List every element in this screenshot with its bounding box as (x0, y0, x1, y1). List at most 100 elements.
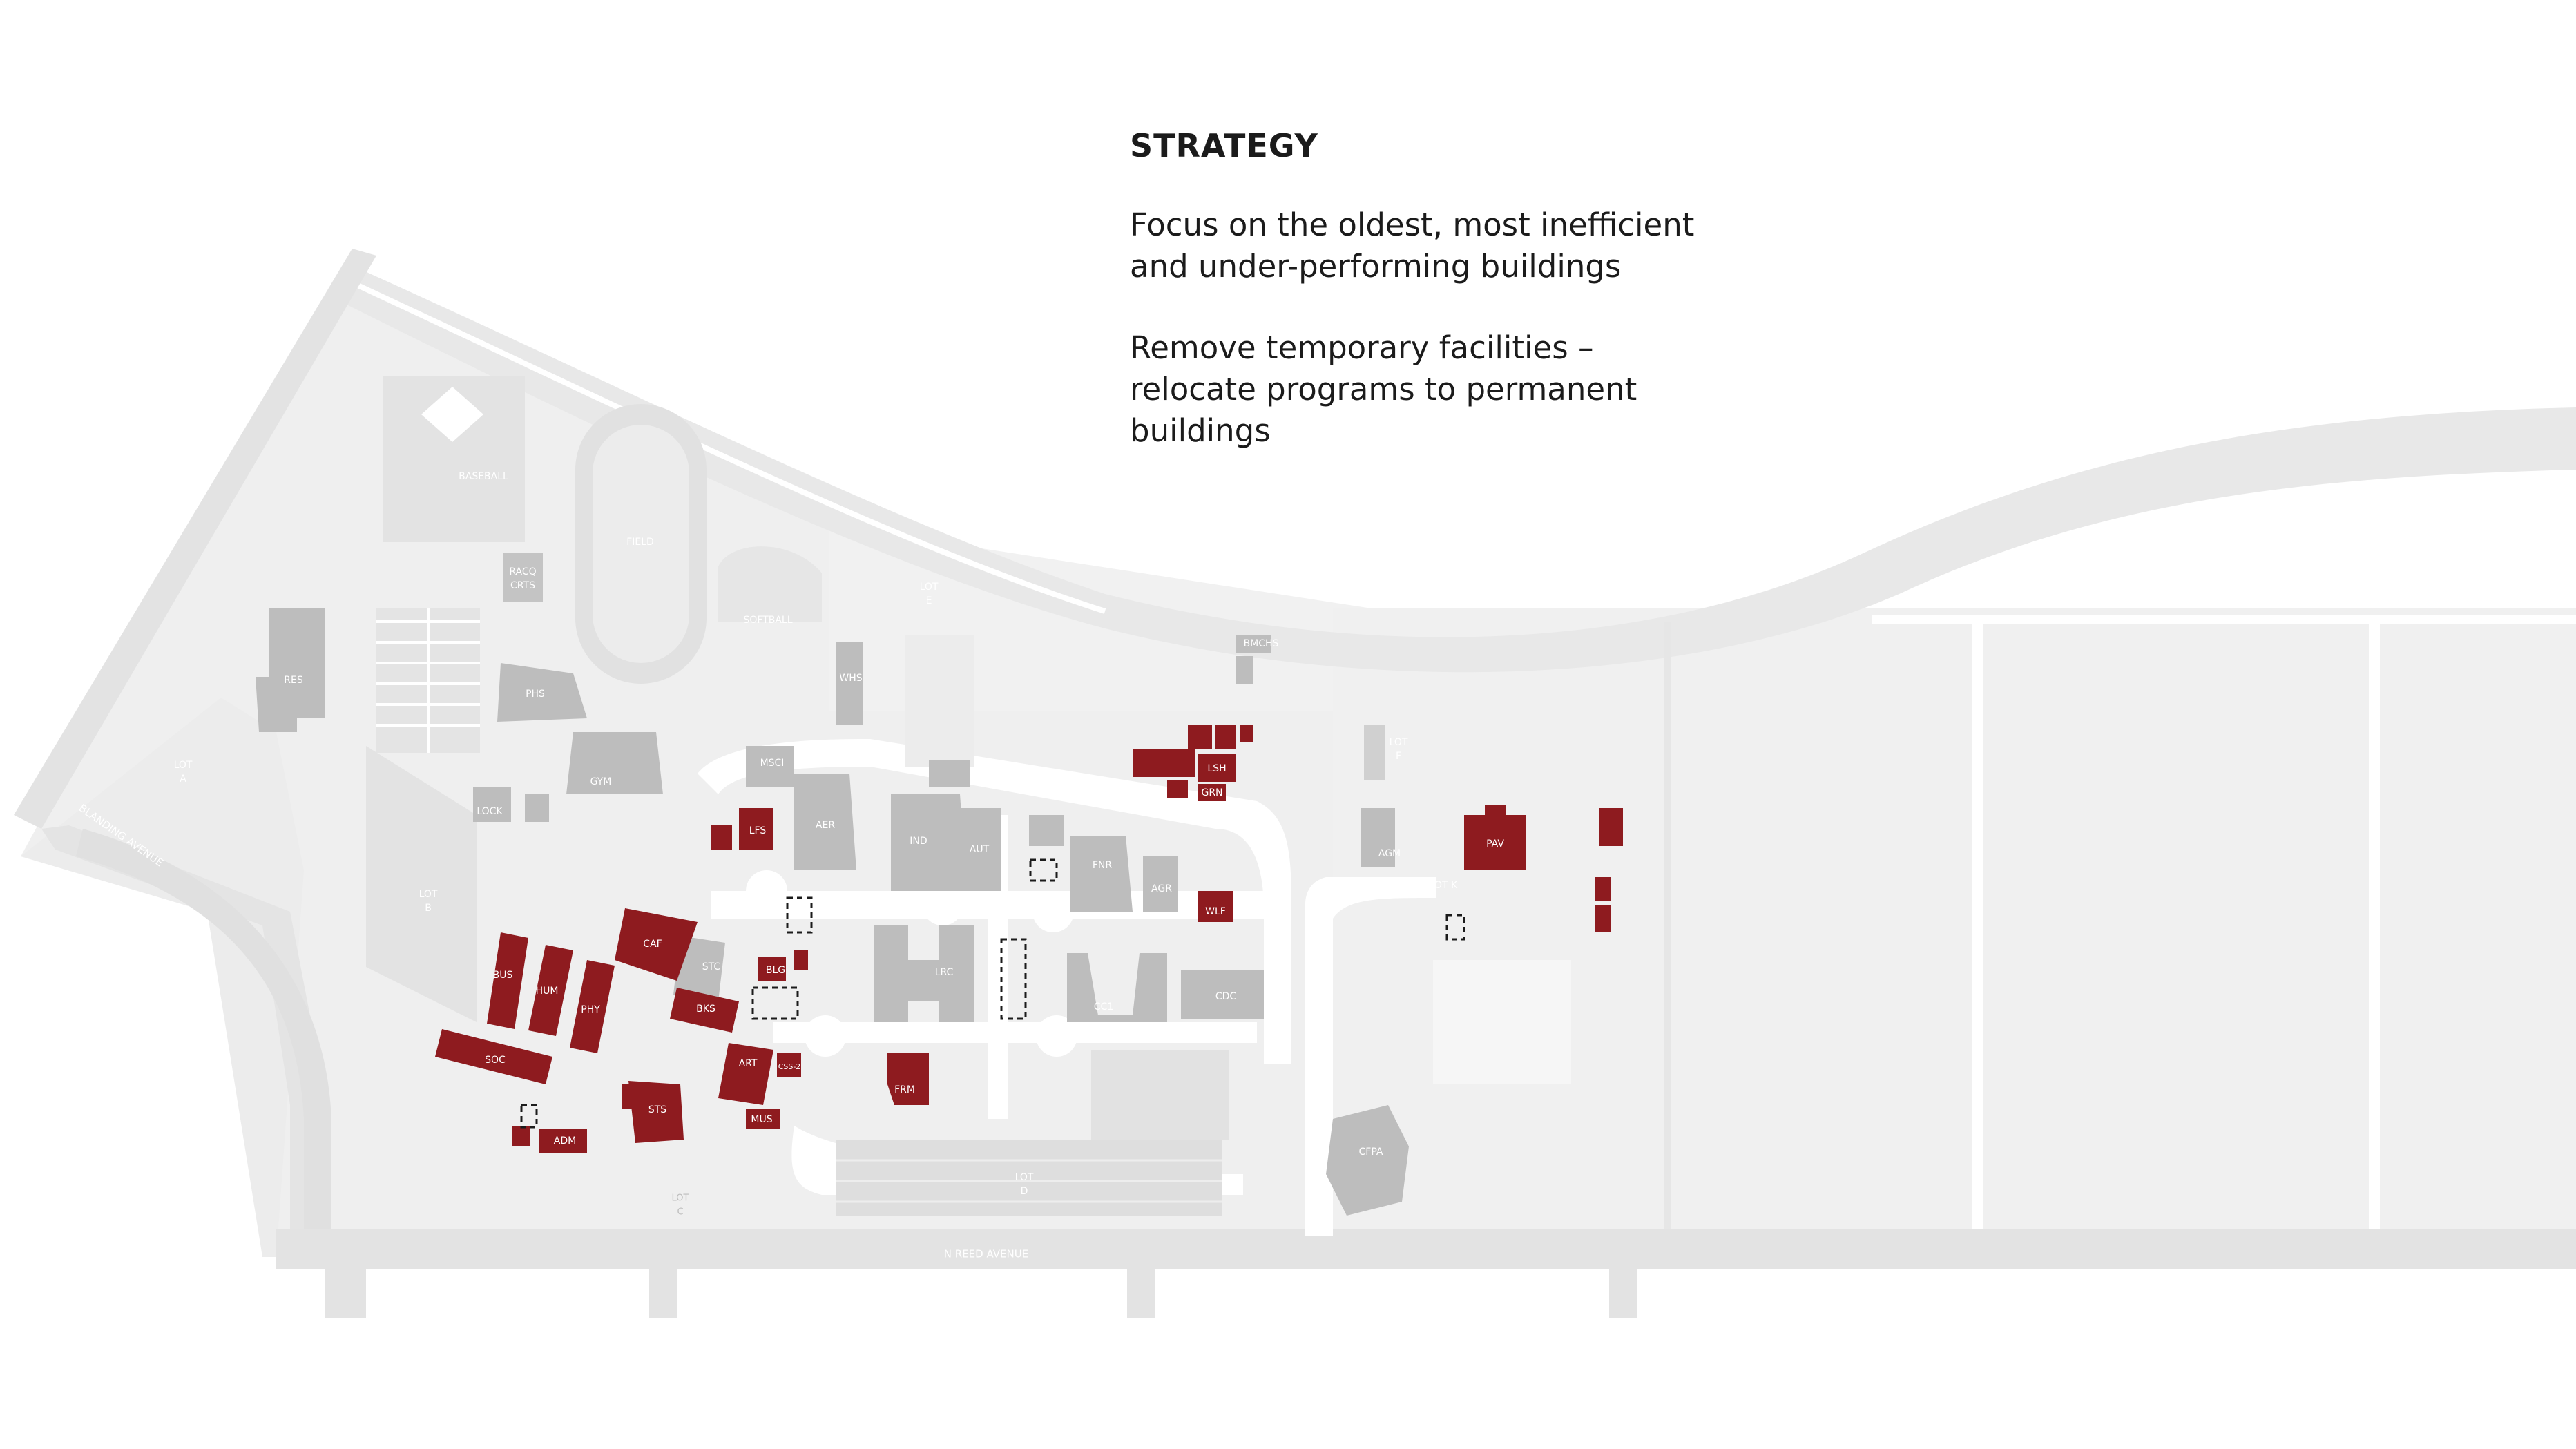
strategy-p2-line2: relocate programs to permanent (1130, 371, 1637, 407)
building-bmchs (1236, 635, 1271, 653)
lot-d-area (836, 1140, 1222, 1216)
temp-fnr (1029, 858, 1058, 882)
building-lrc-mid (891, 960, 960, 1001)
building-lsh-south (1167, 780, 1188, 798)
building-sts-annex (622, 1084, 642, 1109)
building-phy (570, 960, 615, 1053)
strategy-paragraph-2: Remove temporary facilities – relocate p… (1130, 327, 1751, 452)
label-lot-a-1: LOT (174, 760, 193, 771)
plaza-3 (1032, 891, 1074, 932)
plaza-4 (805, 1015, 846, 1057)
building-lfs (739, 808, 773, 850)
reed-stub-3 (1127, 1269, 1155, 1318)
track-infield (593, 425, 689, 663)
building-cdc (1181, 970, 1264, 1019)
label-lot-k: LOT K (1430, 880, 1458, 891)
temporary-facilities (520, 858, 1465, 1129)
label-bus: BUS (493, 970, 513, 981)
temp-adm (520, 1104, 538, 1129)
label-lot-e-1: LOT (920, 582, 939, 593)
building-fnr-north (1029, 815, 1064, 846)
label-caf: CAF (643, 939, 662, 950)
building-gym (566, 732, 663, 794)
lot-k-pad (1433, 960, 1571, 1084)
reed-stub-1 (325, 1269, 366, 1318)
west-road-2 (41, 825, 325, 1250)
building-lock-annex (525, 794, 549, 822)
label-bmchs: BMCHS (1244, 638, 1279, 649)
building-pav-top (1485, 805, 1506, 818)
reed-stub-4 (1609, 1269, 1637, 1318)
label-lot-c-1: LOT (672, 1193, 689, 1204)
label-lsh: LSH (1207, 763, 1226, 774)
field-divider-v3 (1664, 622, 1671, 1243)
label-art: ART (739, 1058, 758, 1069)
strategy-heading: STRATEGY (1130, 127, 1318, 164)
softball-field (718, 546, 822, 622)
temp-blg (751, 986, 799, 1020)
label-racq-2: CRTS (510, 580, 535, 591)
label-frm: FRM (894, 1084, 915, 1095)
building-mus (746, 1109, 780, 1129)
bmchs-area (905, 635, 974, 767)
temp-loop (786, 896, 813, 934)
lot-b-area (366, 746, 477, 1022)
parking-racq-stripes (376, 608, 480, 753)
building-adm (539, 1129, 587, 1153)
label-softball: SOFTBALL (743, 615, 792, 626)
label-phy: PHY (581, 1004, 600, 1015)
building-ind-annex (929, 760, 970, 787)
building-bmchs-annex (1236, 656, 1253, 684)
building-frm (887, 1053, 929, 1105)
building-cfpa (1326, 1105, 1409, 1216)
building-pav-east-2 (1595, 877, 1611, 901)
label-grn: GRN (1201, 787, 1222, 798)
ground-east (1333, 608, 2576, 1250)
strategy-p1-line1: Focus on the oldest, most inefficient (1130, 207, 1695, 243)
label-msci: MSCI (760, 758, 785, 769)
building-lsh (1198, 754, 1236, 782)
strategy-p2-line1: Remove temporary facilities – (1130, 329, 1594, 366)
strategy-paragraph-1: Focus on the oldest, most inefficient an… (1130, 204, 1751, 287)
building-ind (891, 794, 967, 891)
reed-stub-2 (649, 1269, 677, 1318)
building-blg-annex (794, 950, 808, 970)
building-lsh-n3 (1240, 725, 1253, 742)
label-hum: HUM (536, 986, 559, 997)
label-mus: MUS (751, 1114, 772, 1125)
field-divider-h (1872, 615, 2576, 624)
building-cc1 (1067, 953, 1167, 1022)
n-reed-avenue (276, 1229, 2576, 1318)
lot-south-east (1091, 1050, 1229, 1140)
building-bus (487, 932, 528, 1029)
parking-lots (366, 608, 1229, 1216)
building-pav-east-1 (1599, 808, 1623, 846)
building-adm-annex (512, 1126, 530, 1146)
label-cfpa: CFPA (1359, 1146, 1383, 1158)
label-racq-1: RACQ (509, 566, 536, 577)
label-lot-e-2: E (926, 595, 932, 606)
label-phs: PHS (526, 689, 545, 700)
label-lrc: LRC (935, 967, 954, 978)
building-blg (758, 957, 786, 981)
building-res (256, 608, 325, 732)
lot-d-stripes (836, 1159, 1222, 1203)
label-gym: GYM (590, 776, 612, 787)
west-curved-road (76, 829, 331, 1243)
plaza-2 (922, 884, 963, 925)
east-fields (1433, 615, 2576, 1243)
label-ind: IND (910, 836, 927, 847)
field-divider-v1 (1972, 622, 1983, 1243)
highlighted-buildings (435, 725, 1623, 1153)
label-fnr: FNR (1093, 860, 1113, 871)
label-sts: STS (648, 1104, 666, 1115)
building-lot-f-shed (1364, 725, 1385, 780)
strategy-panel: STRATEGY Focus on the oldest, most ineff… (1130, 127, 1751, 492)
label-lot-f-2: F (1396, 751, 1401, 762)
label-agr: AGR (1151, 883, 1172, 894)
label-soc: SOC (485, 1055, 506, 1066)
building-msci (746, 746, 794, 787)
gray-buildings (256, 608, 1409, 1216)
building-pav (1464, 815, 1526, 870)
